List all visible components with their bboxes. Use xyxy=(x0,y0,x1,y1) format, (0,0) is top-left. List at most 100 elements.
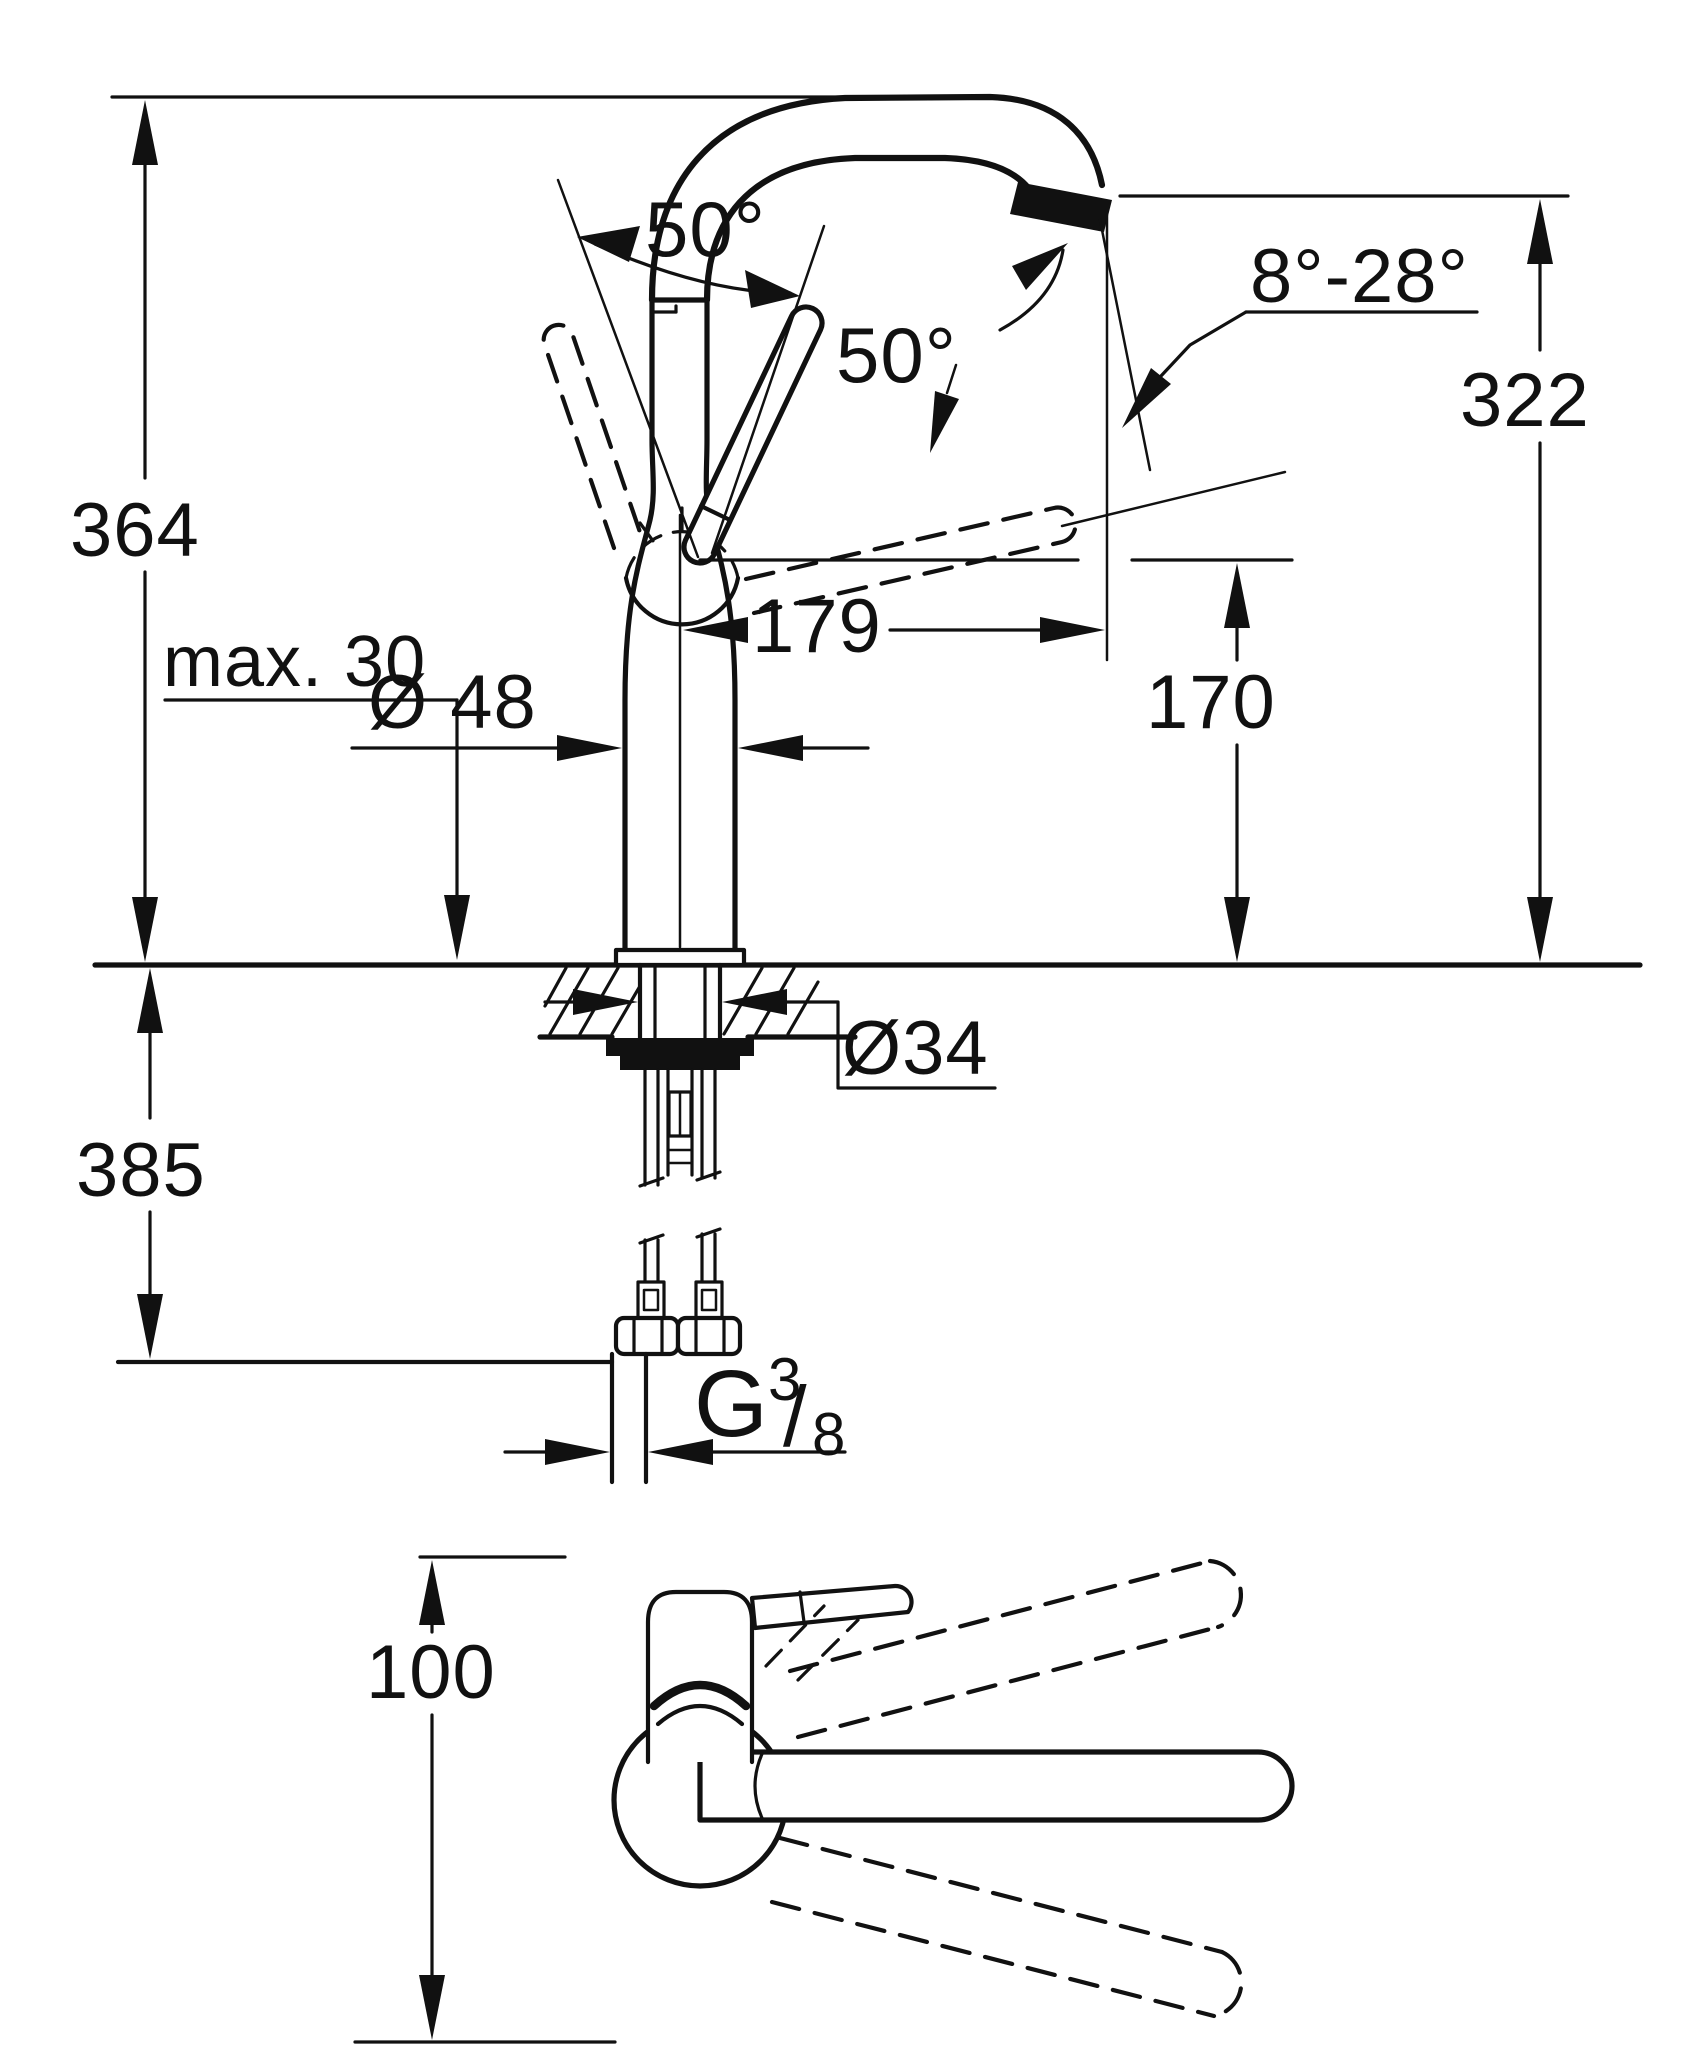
dashed-end-cap xyxy=(1207,1558,1244,1630)
connector-slot xyxy=(642,1288,660,1312)
arrowhead-down xyxy=(132,897,158,962)
arrowhead-down xyxy=(419,1975,445,2040)
arrowhead-down xyxy=(1224,897,1250,962)
spout-outer-outline xyxy=(648,93,1106,304)
dashed-end-cap xyxy=(1211,1949,1244,2019)
angle-line-left xyxy=(556,178,700,559)
arrowhead-down xyxy=(1527,897,1553,962)
arrow-tail xyxy=(945,363,958,395)
aerator-tilt-label: 8°-28° xyxy=(1250,234,1469,319)
outlet-height-label: 322 xyxy=(1460,358,1590,443)
spout-plan-solid xyxy=(697,1749,1295,1823)
swing-dash xyxy=(796,1618,860,1682)
arrowhead-up xyxy=(137,968,163,1033)
hatch-line xyxy=(610,984,642,1036)
spout-root-arc xyxy=(753,1752,764,1820)
handle-lever-dashed-right xyxy=(743,505,1078,616)
base-flange xyxy=(613,947,747,968)
arrowhead-up xyxy=(1224,563,1250,628)
spout-swivel-angle-label: 50° xyxy=(836,311,957,399)
dim-total-height-364: 364 xyxy=(70,100,200,962)
body-diameter-label: Ø 48 xyxy=(368,660,537,745)
max-deck-thickness-label: max. 30 xyxy=(163,622,426,702)
arrowhead-left xyxy=(577,226,640,262)
handle-collar xyxy=(798,1590,806,1624)
arrowhead-left-pointing xyxy=(738,735,803,761)
dim-hole-diameter-34: Ø34 xyxy=(543,989,997,1091)
dim-aerator-tilt: 8°-28° xyxy=(1122,234,1479,428)
arrowhead-down xyxy=(137,1294,163,1359)
arrowhead-right-pointing xyxy=(545,1439,610,1465)
dashed-edge xyxy=(795,1624,1221,1740)
handle-swing-angle-label: 50° xyxy=(645,185,766,273)
break-cut xyxy=(695,1170,722,1182)
dashed-edge xyxy=(777,1835,1225,1955)
body-left-outline xyxy=(622,297,656,955)
ball-joint-solid-arc xyxy=(623,575,741,627)
plan-view: 100 xyxy=(353,1555,1295,2044)
dim-handle-depth-100: 100 xyxy=(353,1555,617,2044)
hatch-line xyxy=(786,980,820,1036)
arrowhead xyxy=(1122,368,1171,428)
arrowhead-right-pointing xyxy=(573,989,638,1015)
thread-denominator: 8 xyxy=(812,1401,846,1468)
ball-tick-left xyxy=(638,521,658,547)
arrowhead-right-pointing xyxy=(557,735,622,761)
total-height-label: 364 xyxy=(70,488,200,573)
dim-body-diameter-48: Ø 48 xyxy=(350,660,870,761)
dim-outlet-clearance-170: 170 xyxy=(1146,563,1276,962)
hole-diameter-label: Ø34 xyxy=(842,1006,989,1091)
thread-slash: / xyxy=(783,1370,808,1465)
spout-reach-label: 179 xyxy=(752,584,882,669)
union-nut-right xyxy=(675,1315,743,1357)
mounting-nut xyxy=(620,1056,740,1070)
leader-line xyxy=(785,1000,997,1090)
dome-inner-arc xyxy=(655,1704,745,1727)
angle-line-right xyxy=(710,224,826,555)
handle-depth-label: 100 xyxy=(366,1630,496,1715)
union-nut-left xyxy=(613,1315,681,1357)
dim-outlet-height-322: 322 xyxy=(1460,199,1590,962)
below-deck-depth-label: 385 xyxy=(76,1128,206,1213)
arrowhead-left-pointing xyxy=(722,989,787,1015)
spout-inner-outline xyxy=(703,154,1042,304)
arrowhead-lower xyxy=(930,391,959,453)
handle-angle-reference-line xyxy=(1060,470,1287,528)
dim-spout-reach-179: 179 xyxy=(683,584,1105,669)
dashed-edge xyxy=(787,1558,1213,1674)
arrowhead-up xyxy=(419,1560,445,1625)
handle-plan-solid xyxy=(749,1583,914,1631)
arrowhead-up xyxy=(1527,199,1553,264)
connector-slot xyxy=(700,1288,718,1312)
front-view: 50° 50° 8°-28° 179 xyxy=(70,93,1643,1485)
dim-thread-g38: G 3 / 8 xyxy=(503,1346,847,1468)
ball-joint-dashed-arc xyxy=(624,530,740,580)
arrowhead-up xyxy=(132,100,158,165)
below-deck-assembly xyxy=(537,962,858,1485)
dim-handle-swing-50: 50° xyxy=(577,185,800,308)
outlet-clearance-label: 170 xyxy=(1146,660,1276,745)
angle-arc xyxy=(998,248,1065,332)
hatch-line xyxy=(543,966,568,1008)
thread-numerator: 3 xyxy=(768,1346,802,1413)
swing-dash xyxy=(764,1604,826,1668)
spout-plan-dashed-upper xyxy=(787,1558,1244,1740)
arrowhead-right xyxy=(1040,617,1105,643)
arrowhead-down xyxy=(444,895,470,960)
spout-nozzle xyxy=(1010,182,1112,232)
dashed-edge xyxy=(769,1899,1217,2019)
dome-band-arc xyxy=(649,1680,751,1711)
leader-line xyxy=(1159,310,1248,378)
arrowhead-right xyxy=(745,270,800,308)
dim-spout-swivel-50: 50° xyxy=(836,243,1068,453)
body-plan-column xyxy=(645,1589,755,1765)
handle-lever-dashed-left xyxy=(541,322,645,551)
arrowhead-left xyxy=(683,617,748,643)
arrowhead-left-pointing xyxy=(648,1439,713,1465)
mounting-washer xyxy=(606,1038,754,1056)
arrowhead-upper xyxy=(1012,243,1068,290)
dim-below-deck-385: 385 xyxy=(76,968,206,1359)
thread-letter: G xyxy=(694,1351,769,1457)
